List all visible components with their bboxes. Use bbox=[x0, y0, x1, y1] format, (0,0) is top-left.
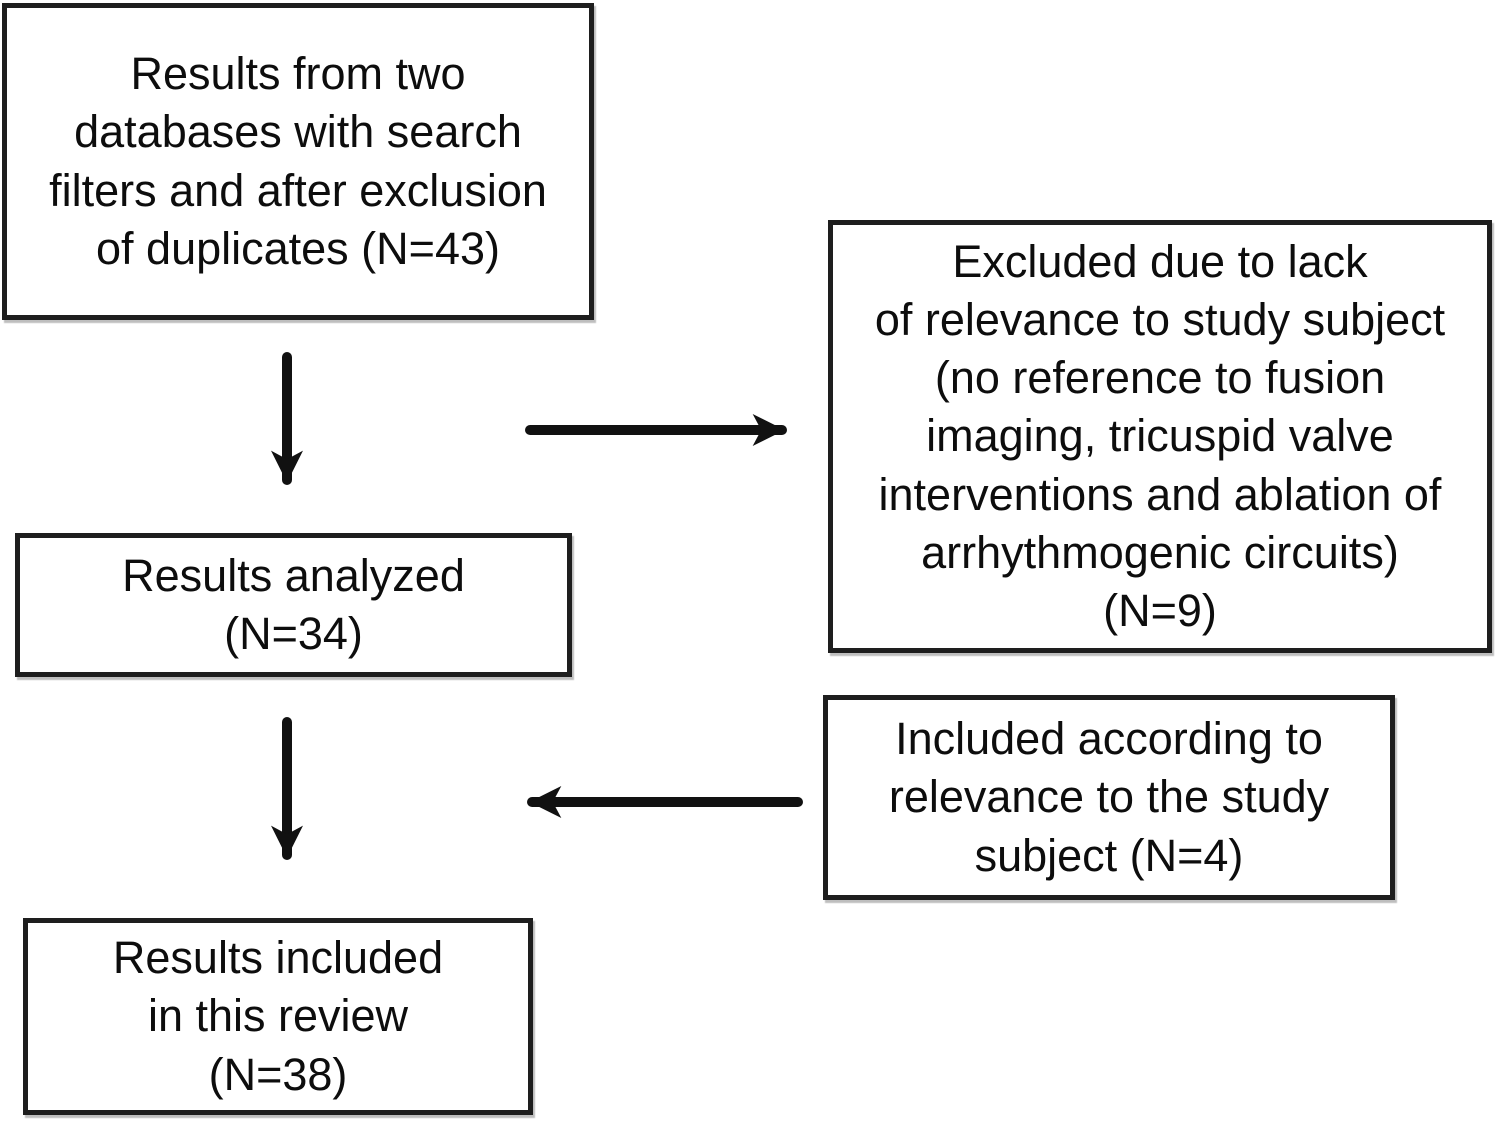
box-included-text: Included according to relevance to the s… bbox=[888, 713, 1330, 881]
box-results-analyzed: Results analyzed (N=34) bbox=[15, 533, 572, 677]
box-results-final-text: Results included in this review (N=38) bbox=[112, 932, 444, 1100]
box-results-analyzed-text: Results analyzed (N=34) bbox=[122, 549, 465, 659]
box-included: Included according to relevance to the s… bbox=[823, 695, 1395, 900]
box-results-final: Results included in this review (N=38) bbox=[23, 918, 533, 1115]
box-source-results-text: Results from two databases with search f… bbox=[49, 48, 547, 274]
box-excluded-text: Excluded due to lack of relevance to stu… bbox=[874, 236, 1446, 636]
box-source-results: Results from two databases with search f… bbox=[2, 3, 594, 320]
box-excluded: Excluded due to lack of relevance to stu… bbox=[828, 220, 1492, 653]
